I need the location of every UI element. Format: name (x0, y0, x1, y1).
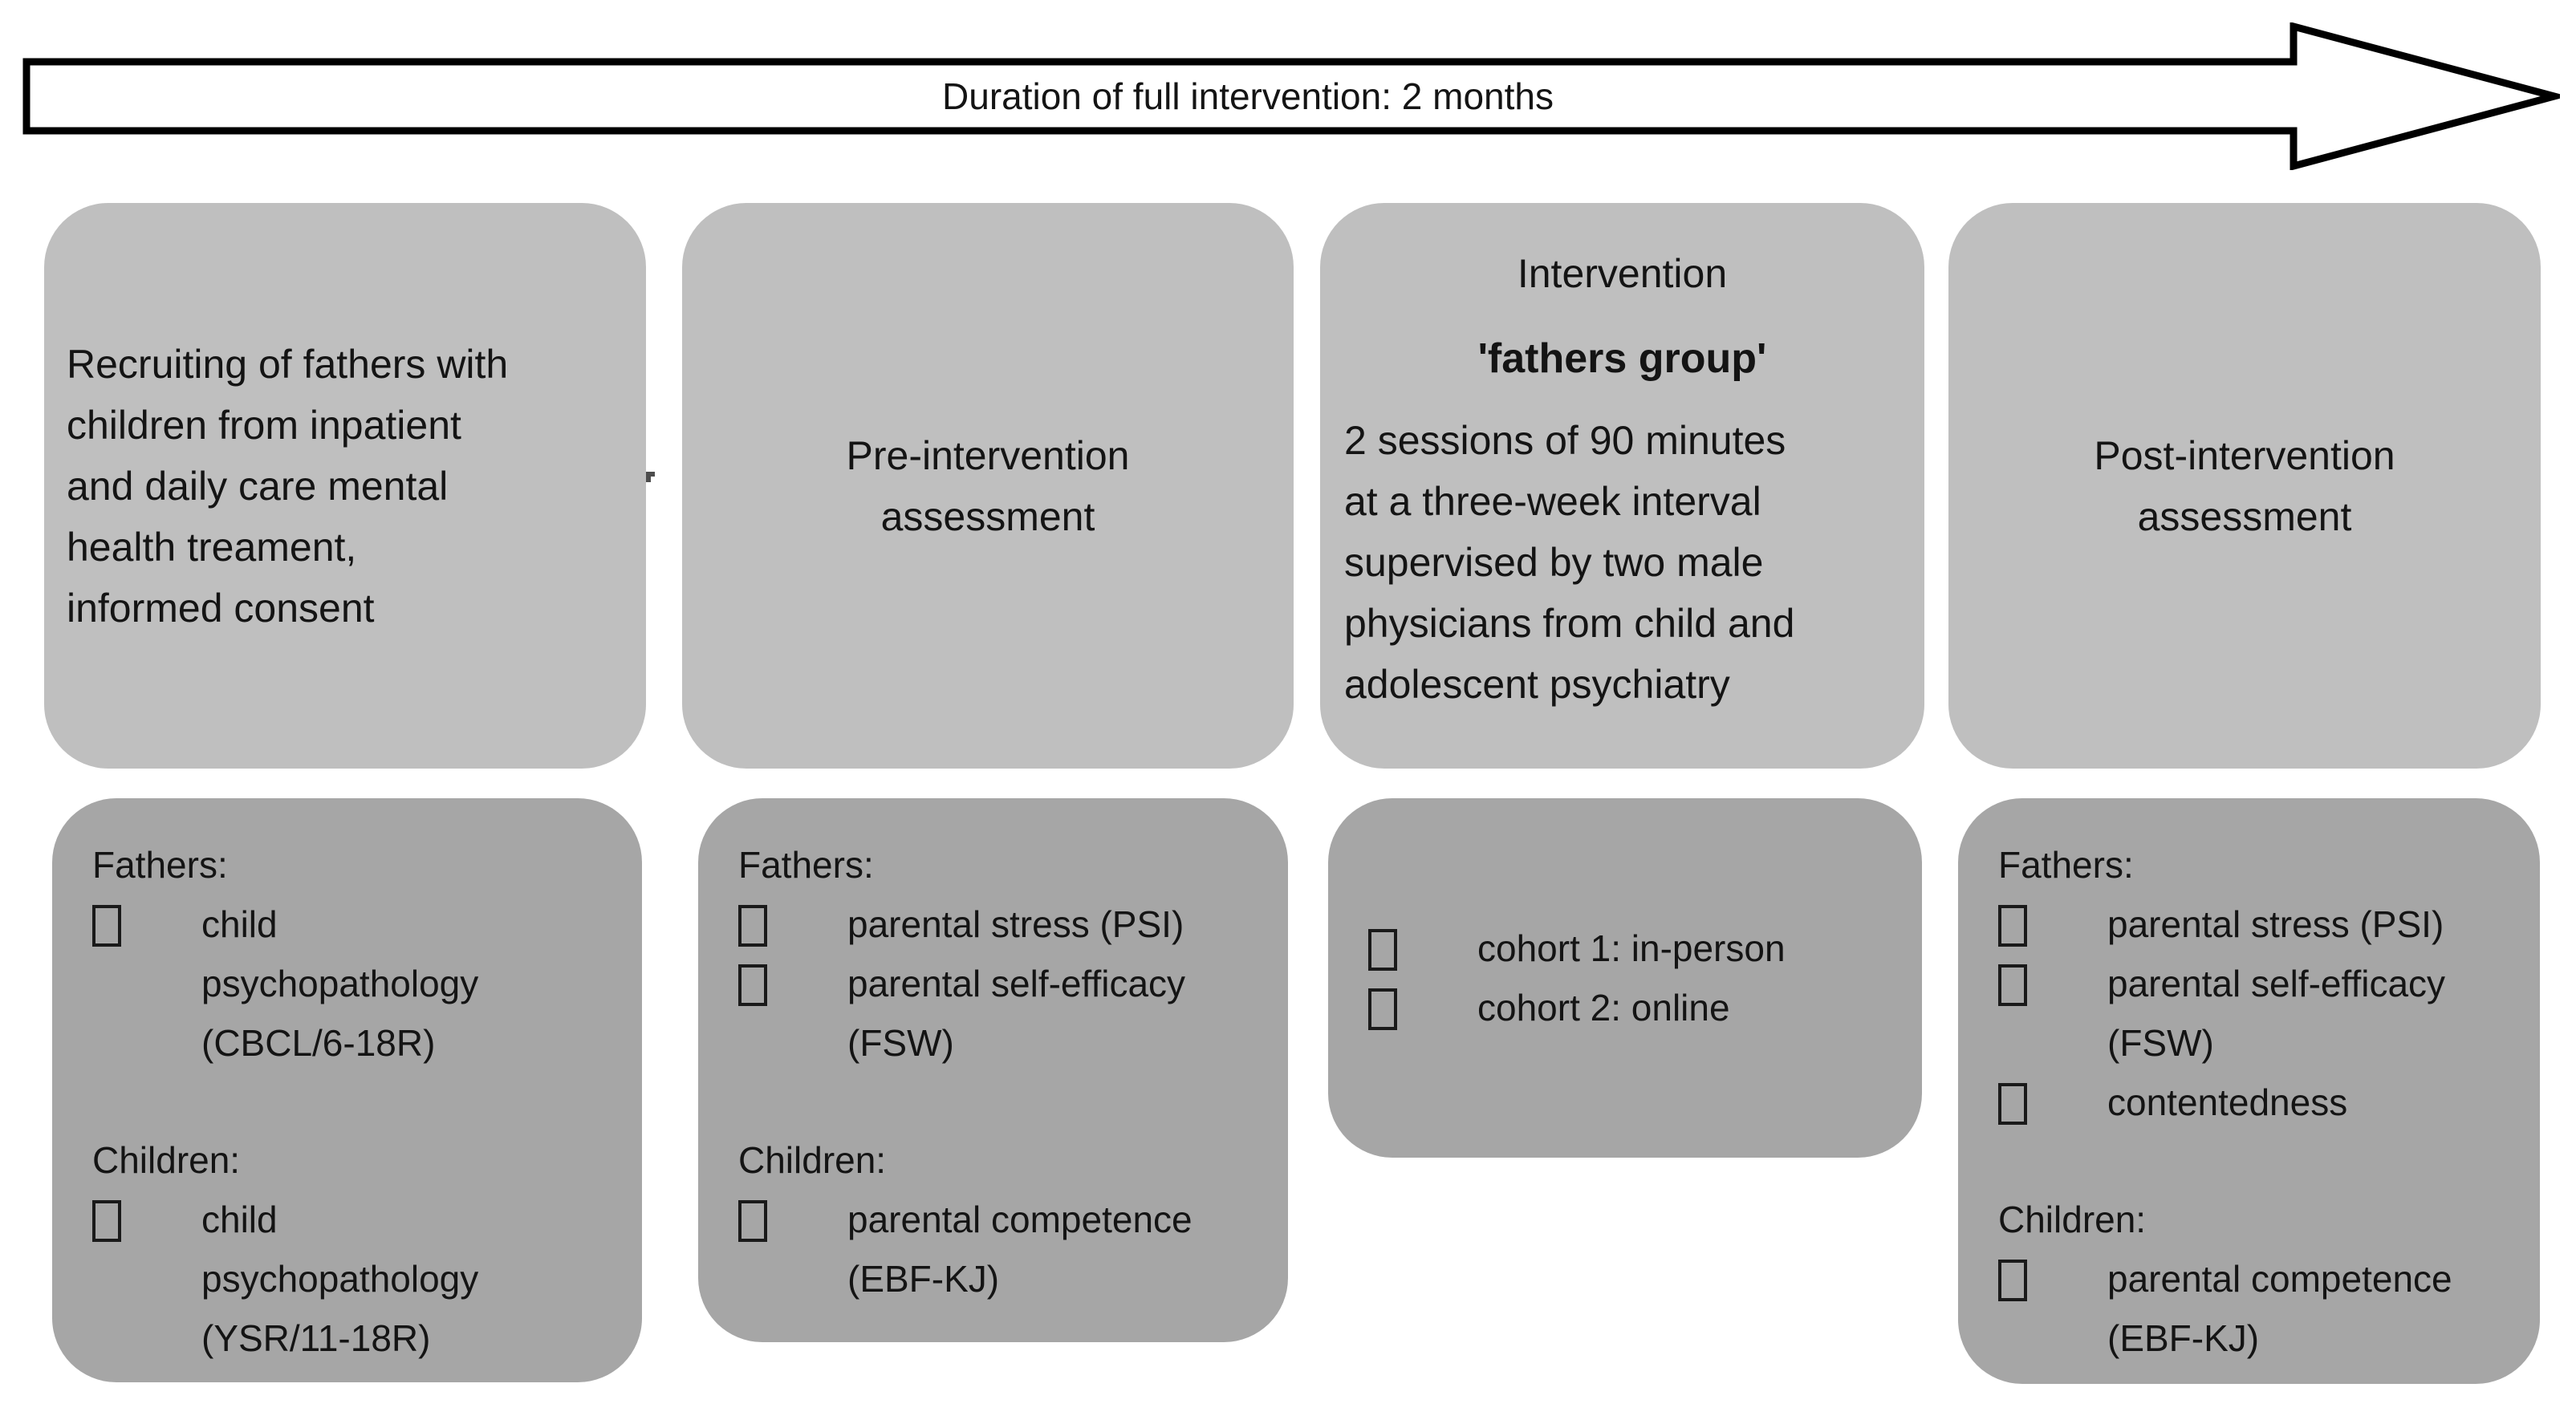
bullet-text: parental competence (EBF-KJ) (847, 1199, 1193, 1300)
bullet-item: child psychopathology (CBCL/6-18R) (92, 895, 626, 1073)
checkbox-bullet-icon (1998, 1260, 2027, 1301)
detail-box-recruiting-measures: Fathers: child psychopathology (CBCL/6-1… (52, 798, 642, 1382)
checkbox-bullet-icon (1998, 964, 2027, 1006)
bullet-item: parental competence (EBF-KJ) (738, 1190, 1272, 1308)
bullet-text: parental stress (PSI) (2107, 903, 2444, 945)
bullet-item: cohort 1: in-person (1368, 919, 1906, 978)
bullet-text: parental stress (PSI) (847, 903, 1184, 945)
bullet-item: contentedness (1998, 1073, 2524, 1132)
stage-box-pre-intervention: Pre-intervention assessment (682, 203, 1294, 769)
bullet-text: contentedness (2107, 1081, 2348, 1123)
checkbox-bullet-icon (92, 1200, 121, 1242)
bullet-item: parental stress (PSI) (738, 895, 1272, 954)
bullet-text: cohort 2: online (1477, 987, 1730, 1028)
checkbox-bullet-icon (1998, 905, 2027, 947)
bullet-item: parental self-efficacy (FSW) (1998, 954, 2524, 1073)
stage-text-recruiting: Recruiting of fathers with children from… (67, 341, 509, 631)
bullet-item: parental self-efficacy (FSW) (738, 954, 1272, 1073)
bullet-text: parental self-efficacy (FSW) (2107, 963, 2446, 1064)
stage-text-post-intervention: Post-intervention assessment (2094, 432, 2395, 539)
group-label-children: Children: (1998, 1199, 2147, 1240)
detail-box-pre-intervention-measures: Fathers: parental stress (PSI) parental … (698, 798, 1288, 1342)
group-label-children: Children: (92, 1139, 241, 1181)
intervention-heading: Intervention (1517, 251, 1728, 296)
intervention-subheading: 'fathers group' (1477, 335, 1767, 382)
bullet-text: child psychopathology (YSR/11-18R) (201, 1199, 479, 1359)
bullet-text: parental self-efficacy (FSW) (847, 963, 1186, 1064)
checkbox-bullet-icon (1368, 929, 1397, 971)
checkbox-bullet-icon (738, 964, 767, 1006)
checkbox-bullet-icon (1368, 988, 1397, 1030)
checkbox-bullet-icon (738, 905, 767, 947)
intervention-description: 2 sessions of 90 minutes at a three-week… (1344, 418, 1795, 707)
stage-box-recruiting: Recruiting of fathers with children from… (44, 203, 646, 769)
bullet-text: cohort 1: in-person (1477, 927, 1786, 969)
stage-box-post-intervention: Post-intervention assessment (1948, 203, 2541, 769)
bullet-item: child psychopathology (YSR/11-18R) (92, 1190, 626, 1368)
bullet-item: parental stress (PSI) (1998, 895, 2524, 954)
checkbox-bullet-icon (738, 1200, 767, 1242)
bullet-item: parental competence (EBF-KJ) (1998, 1249, 2524, 1368)
group-label-fathers: Fathers: (738, 844, 874, 886)
checkbox-bullet-icon (1998, 1083, 2027, 1125)
bullet-text: child psychopathology (CBCL/6-18R) (201, 903, 479, 1064)
group-label-fathers: Fathers: (1998, 844, 2134, 886)
duration-arrow-label: Duration of full intervention: 2 months (942, 75, 1554, 117)
stage-box-intervention: Intervention 'fathers group' 2 sessions … (1320, 203, 1924, 769)
group-label-fathers: Fathers: (92, 844, 228, 886)
group-label-children: Children: (738, 1139, 887, 1181)
connector-mark-icon (642, 472, 655, 482)
detail-box-intervention-cohorts: cohort 1: in-person cohort 2: online (1328, 798, 1922, 1158)
detail-box-post-intervention-measures: Fathers: parental stress (PSI) parental … (1958, 798, 2540, 1384)
bullet-item: cohort 2: online (1368, 978, 1906, 1037)
duration-arrow (22, 22, 2560, 170)
bullet-text: parental competence (EBF-KJ) (2107, 1258, 2452, 1359)
stage-text-pre-intervention: Pre-intervention assessment (846, 432, 1130, 539)
checkbox-bullet-icon (92, 905, 121, 947)
